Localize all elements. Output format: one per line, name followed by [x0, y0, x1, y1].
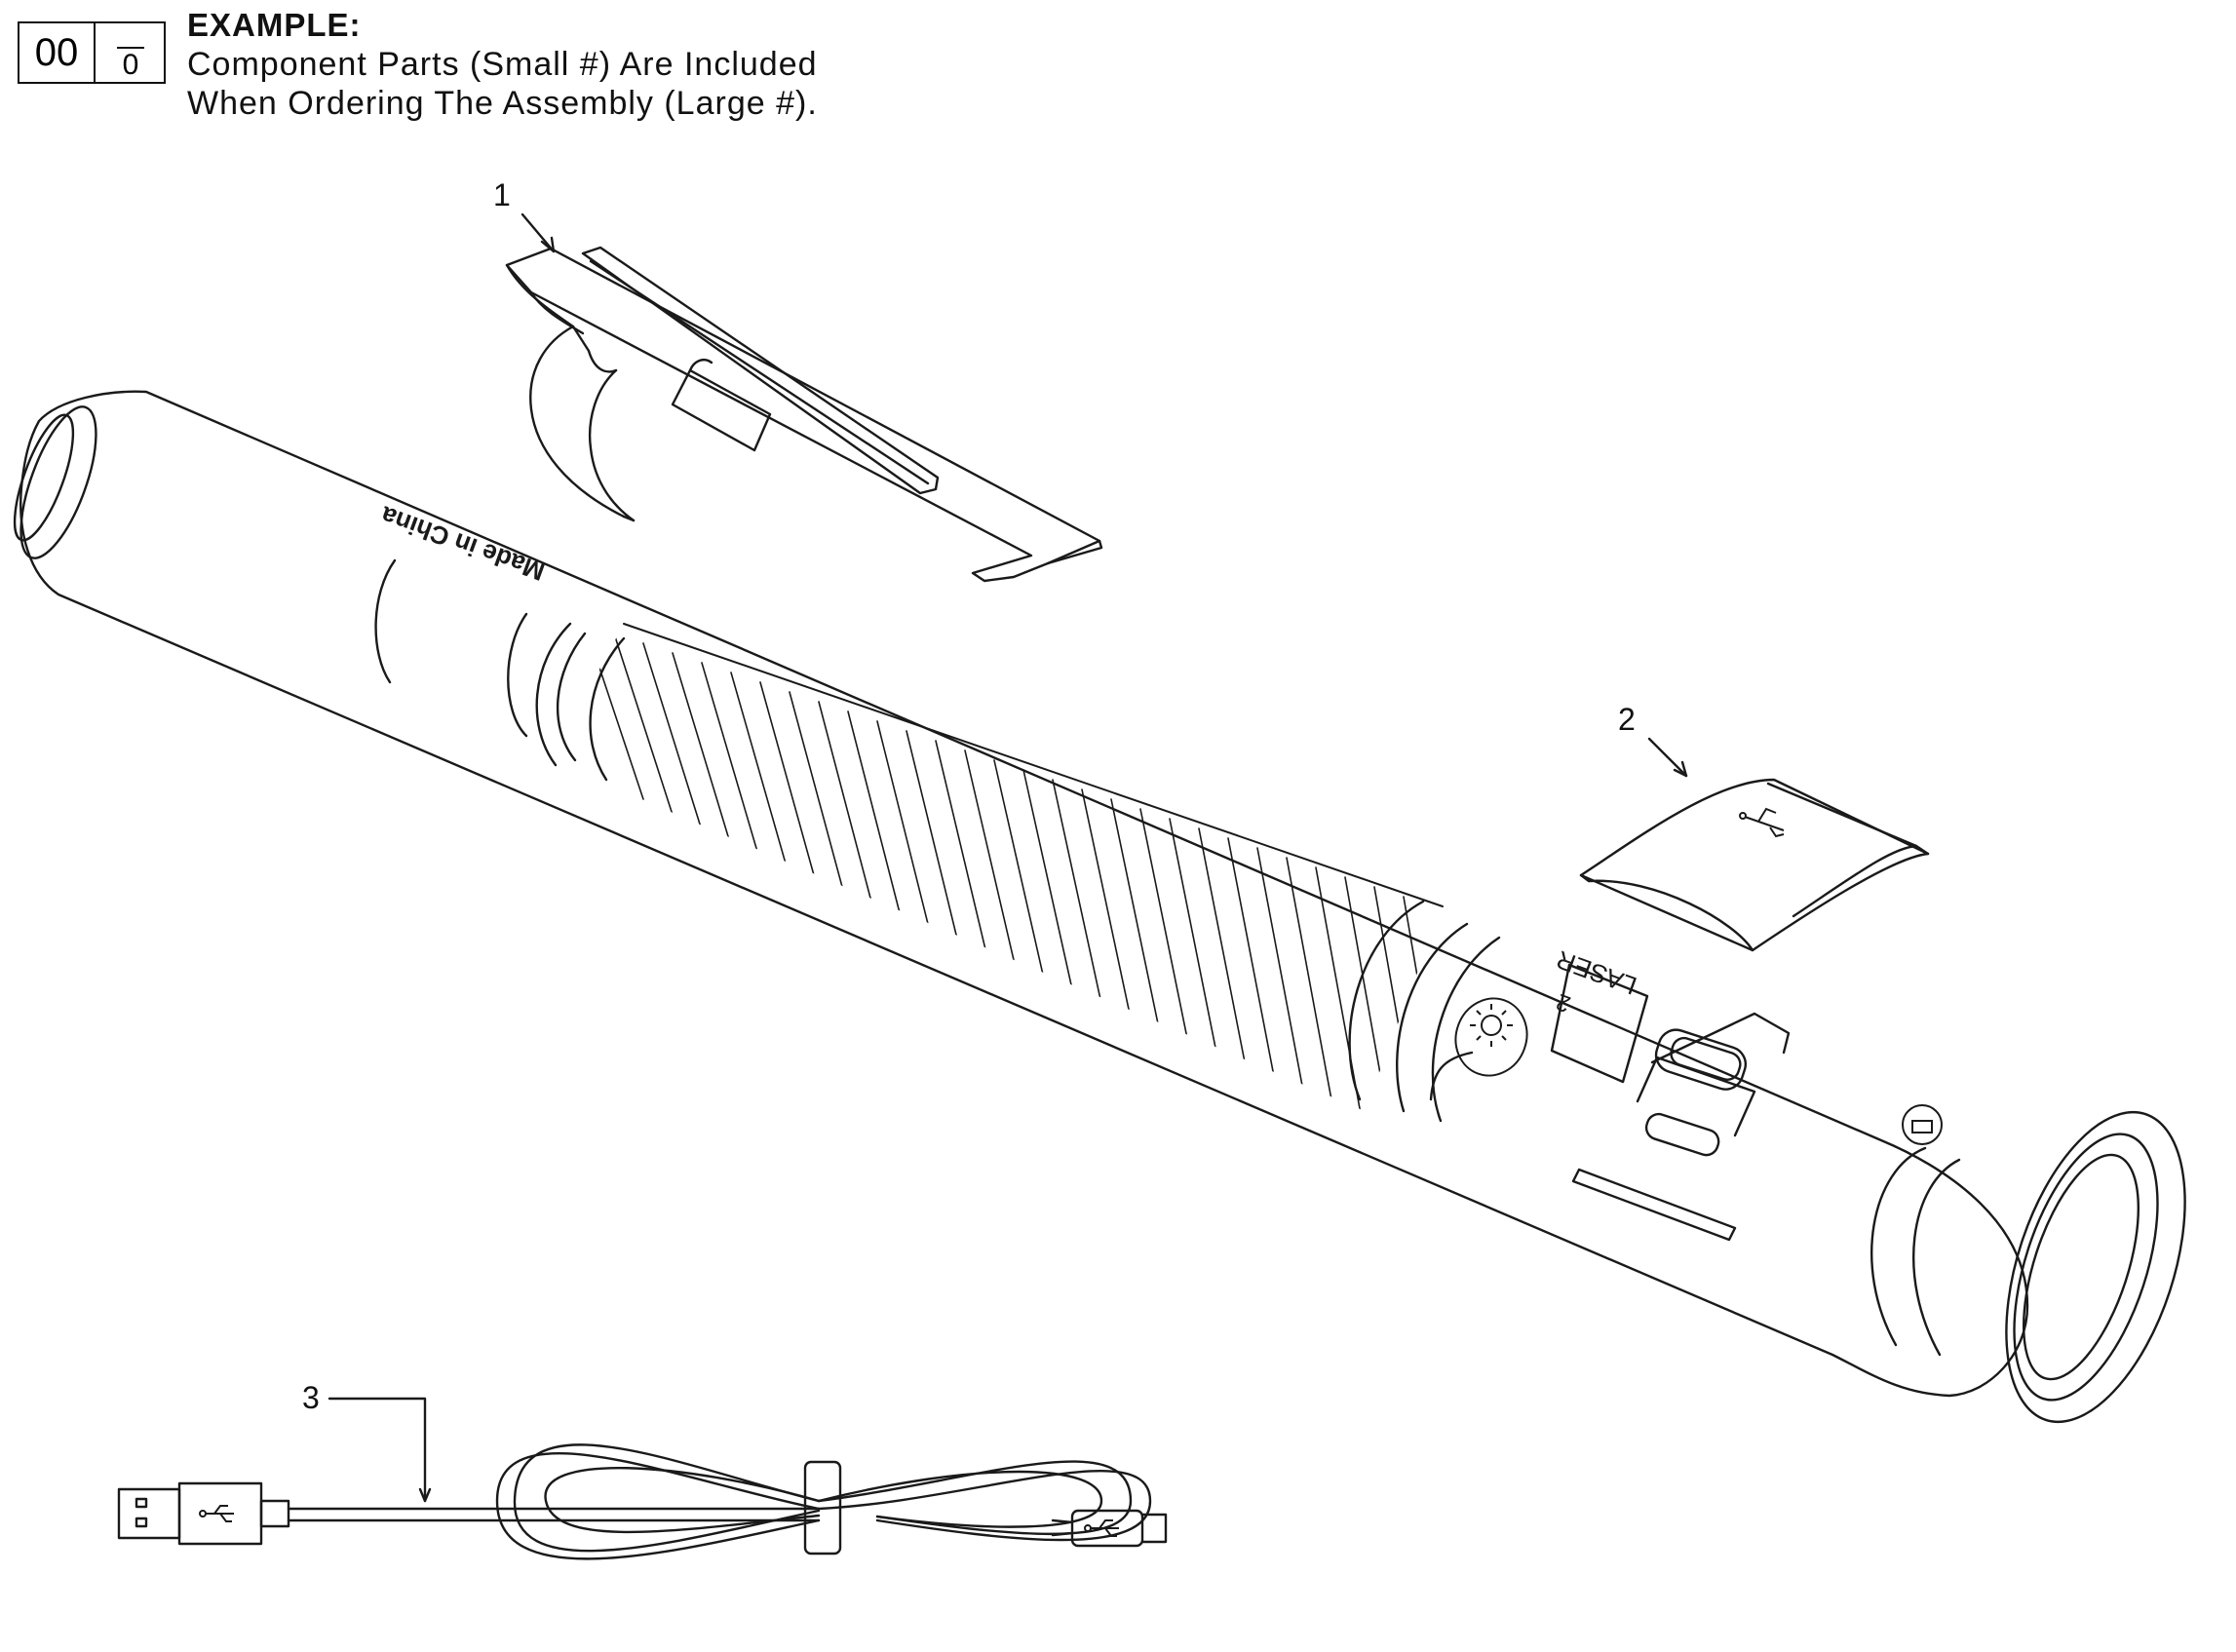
callout-3: 3	[302, 1380, 320, 1415]
battery-icon	[1902, 1104, 1943, 1145]
legend-text: EXAMPLE: Component Parts (Small #) Are I…	[187, 6, 818, 123]
sun-icon	[1454, 997, 1528, 1077]
leader-line-2	[1647, 737, 1688, 778]
belt-clip-part-1	[505, 246, 1103, 583]
callout-1: 1	[493, 177, 511, 212]
usb-icon-cable-micro	[1084, 1519, 1119, 1537]
usb-icon	[1739, 807, 1785, 838]
cable-tie	[803, 1460, 842, 1556]
switch-cover-part-2	[1579, 778, 1930, 952]
made-in-china-text: Made in China	[376, 500, 548, 587]
component-number-cell: 0	[96, 23, 166, 82]
knurled-grip	[584, 624, 1443, 1111]
leader-line-1	[520, 212, 556, 253]
component-number: 0	[122, 49, 139, 81]
callout-2: 2	[1618, 702, 1636, 737]
micro-usb-plug-body	[1070, 1509, 1144, 1548]
legend-title: EXAMPLE:	[187, 7, 362, 43]
flashlight-body	[13, 390, 2186, 1424]
component-number-bar	[117, 47, 144, 49]
laser-number-text: 2	[1553, 988, 1574, 1018]
usb-cable-part-3	[117, 1443, 1168, 1560]
usb-icon-cable-a	[199, 1505, 234, 1522]
legend-key-box: 00 0	[18, 21, 166, 84]
legend-line-1: Component Parts (Small #) Are Included	[187, 46, 818, 83]
assembly-number: 00	[19, 23, 96, 82]
usb-a-plug-tip	[117, 1487, 181, 1540]
legend-line-2: When Ordering The Assembly (Large #).	[187, 85, 818, 122]
leader-line-3	[328, 1397, 432, 1503]
